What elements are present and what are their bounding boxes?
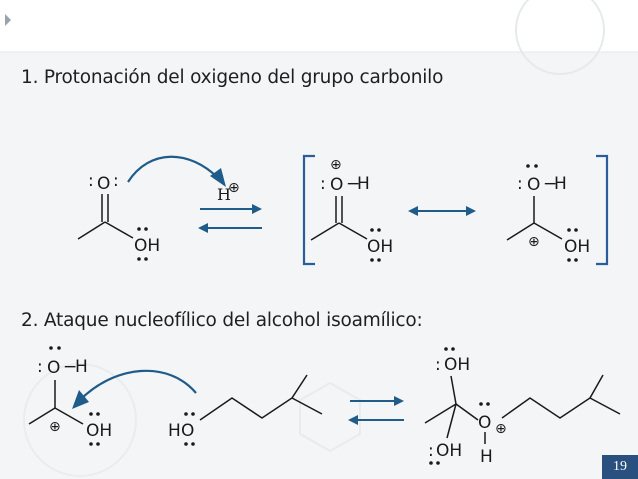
proton: H — [217, 185, 231, 204]
bracket-right — [596, 154, 609, 266]
alcohol-hydrogen: H — [168, 421, 181, 441]
step-1-heading: 1. Protonación del oxigeno del grupo car… — [21, 67, 444, 88]
o-h-bond: − — [63, 357, 77, 377]
hydroxyl-oxygen: O — [47, 358, 60, 378]
isoamyl-alcohol-structure: H O — [168, 374, 323, 446]
acetic-acid-structure: : O : OH — [77, 171, 160, 261]
top-hydroxyl: OH — [444, 355, 470, 375]
curved-arrow-protonation — [127, 155, 219, 183]
curved-arrow-nucleophilic-attack — [79, 369, 197, 401]
hydroxyl-oxygen: O — [527, 175, 540, 195]
o-hydrogen: H — [75, 357, 88, 377]
oxonium-oxygen: O — [478, 413, 491, 433]
proton-charge: ⊕ — [228, 180, 240, 196]
protonated-carbonyl-form-2: : O − H ⊕ OH — [506, 164, 590, 262]
hydroxyl-group: OH — [564, 237, 590, 257]
o-hydrogen: H — [554, 174, 567, 194]
oxonium-hydrogen: H — [480, 447, 493, 467]
alcohol-oxygen: O — [181, 421, 194, 441]
oxonium-charge: ⊕ — [330, 157, 342, 173]
step-2-heading: 2. Ataque nucleofílico del alcohol isoam… — [21, 310, 423, 331]
title-marker-icon — [5, 14, 11, 26]
hydroxyl-group: OH — [134, 236, 160, 256]
curved-arrow-head — [72, 390, 89, 409]
tetrahedral-intermediate: : OH : OH O ⊕ H — [424, 347, 621, 467]
lone-pair-left: : — [88, 171, 94, 191]
bottom-hydroxyl: OH — [436, 441, 462, 461]
hydroxyl-group: OH — [367, 237, 393, 257]
lone-pair-oxygen: : — [517, 174, 523, 194]
o-h-bond: − — [543, 174, 557, 194]
o-hydrogen: H — [357, 174, 370, 194]
carbonyl-oxygen: O — [97, 174, 110, 194]
carbocation-charge: ⊕ — [49, 419, 61, 435]
oxonium-charge: ⊕ — [495, 421, 507, 437]
lone-pair-right: : — [113, 171, 119, 191]
oxonium-oxygen: O — [330, 175, 343, 195]
bracket-left — [302, 154, 315, 266]
carbocation-intermediate: : O − H ⊕ OH — [28, 346, 112, 446]
carbocation-charge: ⊕ — [528, 234, 540, 250]
lone-pair-bottom-oh: : — [428, 441, 434, 461]
page-number-badge: 19 — [602, 455, 638, 479]
lone-pair-top-oh: : — [435, 355, 441, 375]
lone-pair-oxonium: : — [320, 174, 326, 194]
top-band — [0, 0, 638, 52]
protonated-carbonyl-form-1: ⊕ : O − H OH — [310, 157, 393, 262]
curved-arrow-head — [210, 168, 226, 187]
lone-pair-oxygen: : — [37, 357, 43, 377]
hydroxyl-group: OH — [86, 421, 112, 441]
o-h-bond: − — [346, 174, 360, 194]
